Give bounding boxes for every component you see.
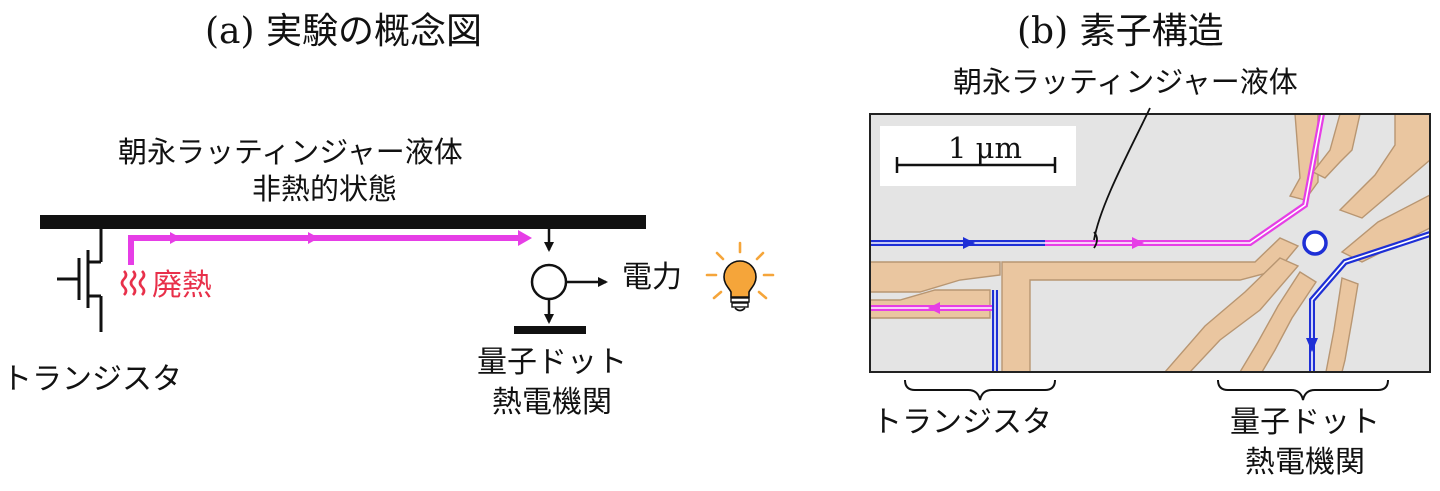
micrograph-border	[869, 113, 1431, 373]
panel-a-liquid-label: 朝永ラッティンジャー液体	[118, 135, 463, 169]
panel-b-engine-label-1: 量子ドット	[1230, 405, 1380, 440]
panel-a-title: (a) 実験の概念図	[205, 11, 482, 52]
waste-heat-icon	[120, 270, 146, 296]
scale-bar	[880, 126, 1076, 186]
light-bulb-icon	[705, 241, 775, 312]
waste-heat-label: 廃熱	[152, 268, 212, 303]
quantum-dot-engine-symbol	[514, 229, 608, 334]
liquid-wire-bar	[40, 215, 646, 229]
panel-b-title: (b) 素子構造	[1017, 11, 1224, 52]
scale-bar-label: 1 μm	[948, 131, 1023, 165]
power-label: 電力	[622, 260, 682, 295]
panel-b-engine-label-2: 熱電機関	[1245, 445, 1365, 480]
panel-b-liquid-label: 朝永ラッティンジャー液体	[953, 65, 1298, 99]
panel-a-engine-label-1: 量子ドット	[477, 345, 627, 380]
transistor-symbol	[57, 229, 103, 332]
engine-brace	[1217, 379, 1389, 401]
panel-a-engine-label-2: 熱電機関	[492, 385, 612, 420]
magenta-current-arrow	[128, 230, 532, 265]
quantum-dot	[1302, 230, 1328, 256]
liquid-leader-line	[1093, 107, 1151, 241]
panel-a-state-label: 非熱的状態	[252, 172, 398, 206]
panel-b-transistor-label: トランジスタ	[872, 405, 1052, 440]
panel-a-transistor-label: トランジスタ	[2, 362, 182, 397]
transistor-brace	[904, 379, 1056, 401]
